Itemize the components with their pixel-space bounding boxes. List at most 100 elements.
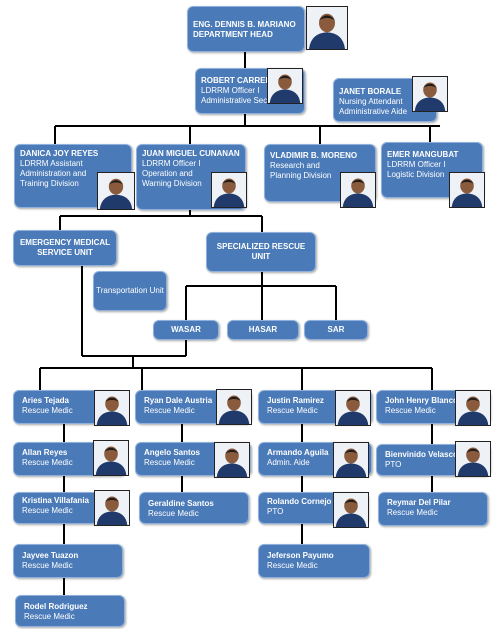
research-division-name: VLADIMIR B. MORENO (270, 151, 358, 160)
rescue-unit-box: SPECIALIZED RESCUE UNIT (206, 232, 316, 272)
staff-photo (455, 390, 491, 426)
department-head-photo (306, 6, 348, 50)
person-silhouette-icon (212, 173, 246, 207)
staff-card: Reymar Del Pilar Rescue Medic (378, 492, 488, 526)
admin-section-name: ROBERT CARREN (201, 76, 272, 85)
staff-name: Jeferson Payumo (267, 551, 334, 560)
staff-role: Rescue Medic (22, 506, 73, 515)
staff-name: Bienvinido Velasco (385, 450, 458, 459)
admin-aide-role2: Administrative Aide (339, 107, 408, 116)
staff-card: Jeferson Payumo Rescue Medic (258, 544, 370, 578)
staff-role: Rescue Medic (267, 406, 318, 415)
person-silhouette-icon (456, 442, 490, 476)
wasar-label: WASAR (171, 325, 201, 334)
staff-role: PTO (385, 460, 402, 469)
person-silhouette-icon (95, 491, 129, 525)
transport-unit-box: Transportation Unit (93, 271, 167, 311)
operation-division-role3: Warning Division (142, 179, 202, 188)
operation-division-role2: Operation and (142, 169, 193, 178)
hasar-box: HASAR (227, 320, 299, 340)
training-division-role1: LDRRM Assistant (20, 159, 83, 168)
staff-name: Ryan Dale Austria (144, 396, 213, 405)
person-silhouette-icon (215, 443, 249, 477)
admin-aide-photo (412, 76, 448, 112)
staff-role: Rescue Medic (144, 406, 195, 415)
staff-name: Geraldine Santos (148, 499, 214, 508)
sar-label: SAR (327, 325, 345, 334)
staff-role: Rescue Medic (387, 508, 438, 517)
staff-photo (214, 442, 250, 478)
rescue-unit-label: SPECIALIZED RESCUE UNIT (216, 242, 306, 261)
person-silhouette-icon (268, 69, 302, 103)
staff-role: Rescue Medic (22, 561, 73, 570)
staff-card: Geraldine Santos Rescue Medic (139, 492, 249, 524)
person-silhouette-icon (341, 173, 375, 207)
transport-unit-label: Transportation Unit (96, 286, 164, 295)
person-silhouette-icon (336, 391, 370, 425)
research-division-photo (340, 172, 376, 208)
logistic-division-box: EMER MANGUBAT LDRRM Officer I Logistic D… (381, 142, 483, 198)
staff-role: Rescue Medic (24, 612, 75, 621)
training-division-role3: Training Division (20, 179, 79, 188)
staff-role: Admin. Aide (267, 458, 310, 467)
person-silhouette-icon (95, 391, 129, 425)
person-silhouette-icon (307, 7, 347, 49)
staff-name: Jayvee Tuazon (22, 551, 79, 560)
person-silhouette-icon (450, 173, 484, 207)
logistic-division-photo (449, 172, 485, 208)
admin-aide-role1: Nursing Attendant (339, 97, 403, 106)
logistic-division-role2: Logistic Division (387, 170, 445, 179)
research-division-role1: Research and (270, 161, 320, 170)
staff-name: Aries Tejada (22, 396, 69, 405)
research-division-role2: Planning Division (270, 171, 332, 180)
sar-box: SAR (304, 320, 368, 340)
staff-card: Jayvee Tuazon Rescue Medic (13, 544, 123, 578)
department-head-name: ENG. DENNIS B. MARIANO (193, 20, 296, 29)
wasar-box: WASAR (153, 320, 219, 340)
staff-name: Rolando Cornejo (267, 497, 332, 506)
staff-photo (333, 442, 369, 478)
staff-name: Allan Reyes (22, 448, 68, 457)
ems-unit-box: EMERGENCY MEDICAL SERVICE UNIT (13, 230, 117, 266)
staff-role: Rescue Medic (148, 509, 199, 518)
person-silhouette-icon (456, 391, 490, 425)
staff-photo (94, 390, 130, 426)
staff-role: Rescue Medic (144, 458, 195, 467)
logistic-division-name: EMER MANGUBAT (387, 150, 459, 159)
person-silhouette-icon (217, 390, 251, 424)
person-silhouette-icon (334, 493, 368, 527)
staff-photo (94, 490, 130, 526)
staff-photo (333, 492, 369, 528)
staff-role: Rescue Medic (22, 458, 73, 467)
staff-role: Rescue Medic (385, 406, 436, 415)
training-division-role2: Administration and (20, 169, 87, 178)
staff-role: Rescue Medic (22, 406, 73, 415)
staff-photo (216, 389, 252, 425)
hasar-label: HASAR (248, 325, 278, 334)
staff-photo (335, 390, 371, 426)
person-silhouette-icon (334, 443, 368, 477)
staff-name: Rodel Rodriguez (24, 602, 88, 611)
department-head-role: DEPARTMENT HEAD (193, 30, 273, 39)
training-division-name: DANICA JOY REYES (20, 149, 99, 158)
admin-section-photo (267, 68, 303, 104)
staff-name: Justin Ramirez (267, 396, 324, 405)
staff-photo (93, 440, 129, 476)
person-silhouette-icon (98, 173, 134, 209)
operation-division-name: JUAN MIGUEL CUNANAN (142, 149, 240, 158)
staff-name: Angelo Santos (144, 448, 201, 457)
logistic-division-role1: LDRRM Officer I (387, 160, 446, 169)
staff-role: PTO (267, 507, 284, 516)
staff-name: Armando Aguila (267, 448, 329, 457)
staff-photo (455, 441, 491, 477)
admin-section-role1: LDRRM Officer I (201, 86, 260, 95)
staff-name: Reymar Del Pilar (387, 498, 451, 507)
staff-role: Rescue Medic (267, 561, 318, 570)
operation-division-photo (211, 172, 247, 208)
ems-unit-label: EMERGENCY MEDICAL SERVICE UNIT (19, 238, 111, 257)
staff-card: Rodel Rodriguez Rescue Medic (15, 595, 125, 627)
admin-section-role2: Administrative Section (201, 96, 281, 105)
staff-name: John Henry Blanco (385, 396, 458, 405)
admin-section-box: ROBERT CARREN LDRRM Officer I Administra… (195, 68, 305, 114)
